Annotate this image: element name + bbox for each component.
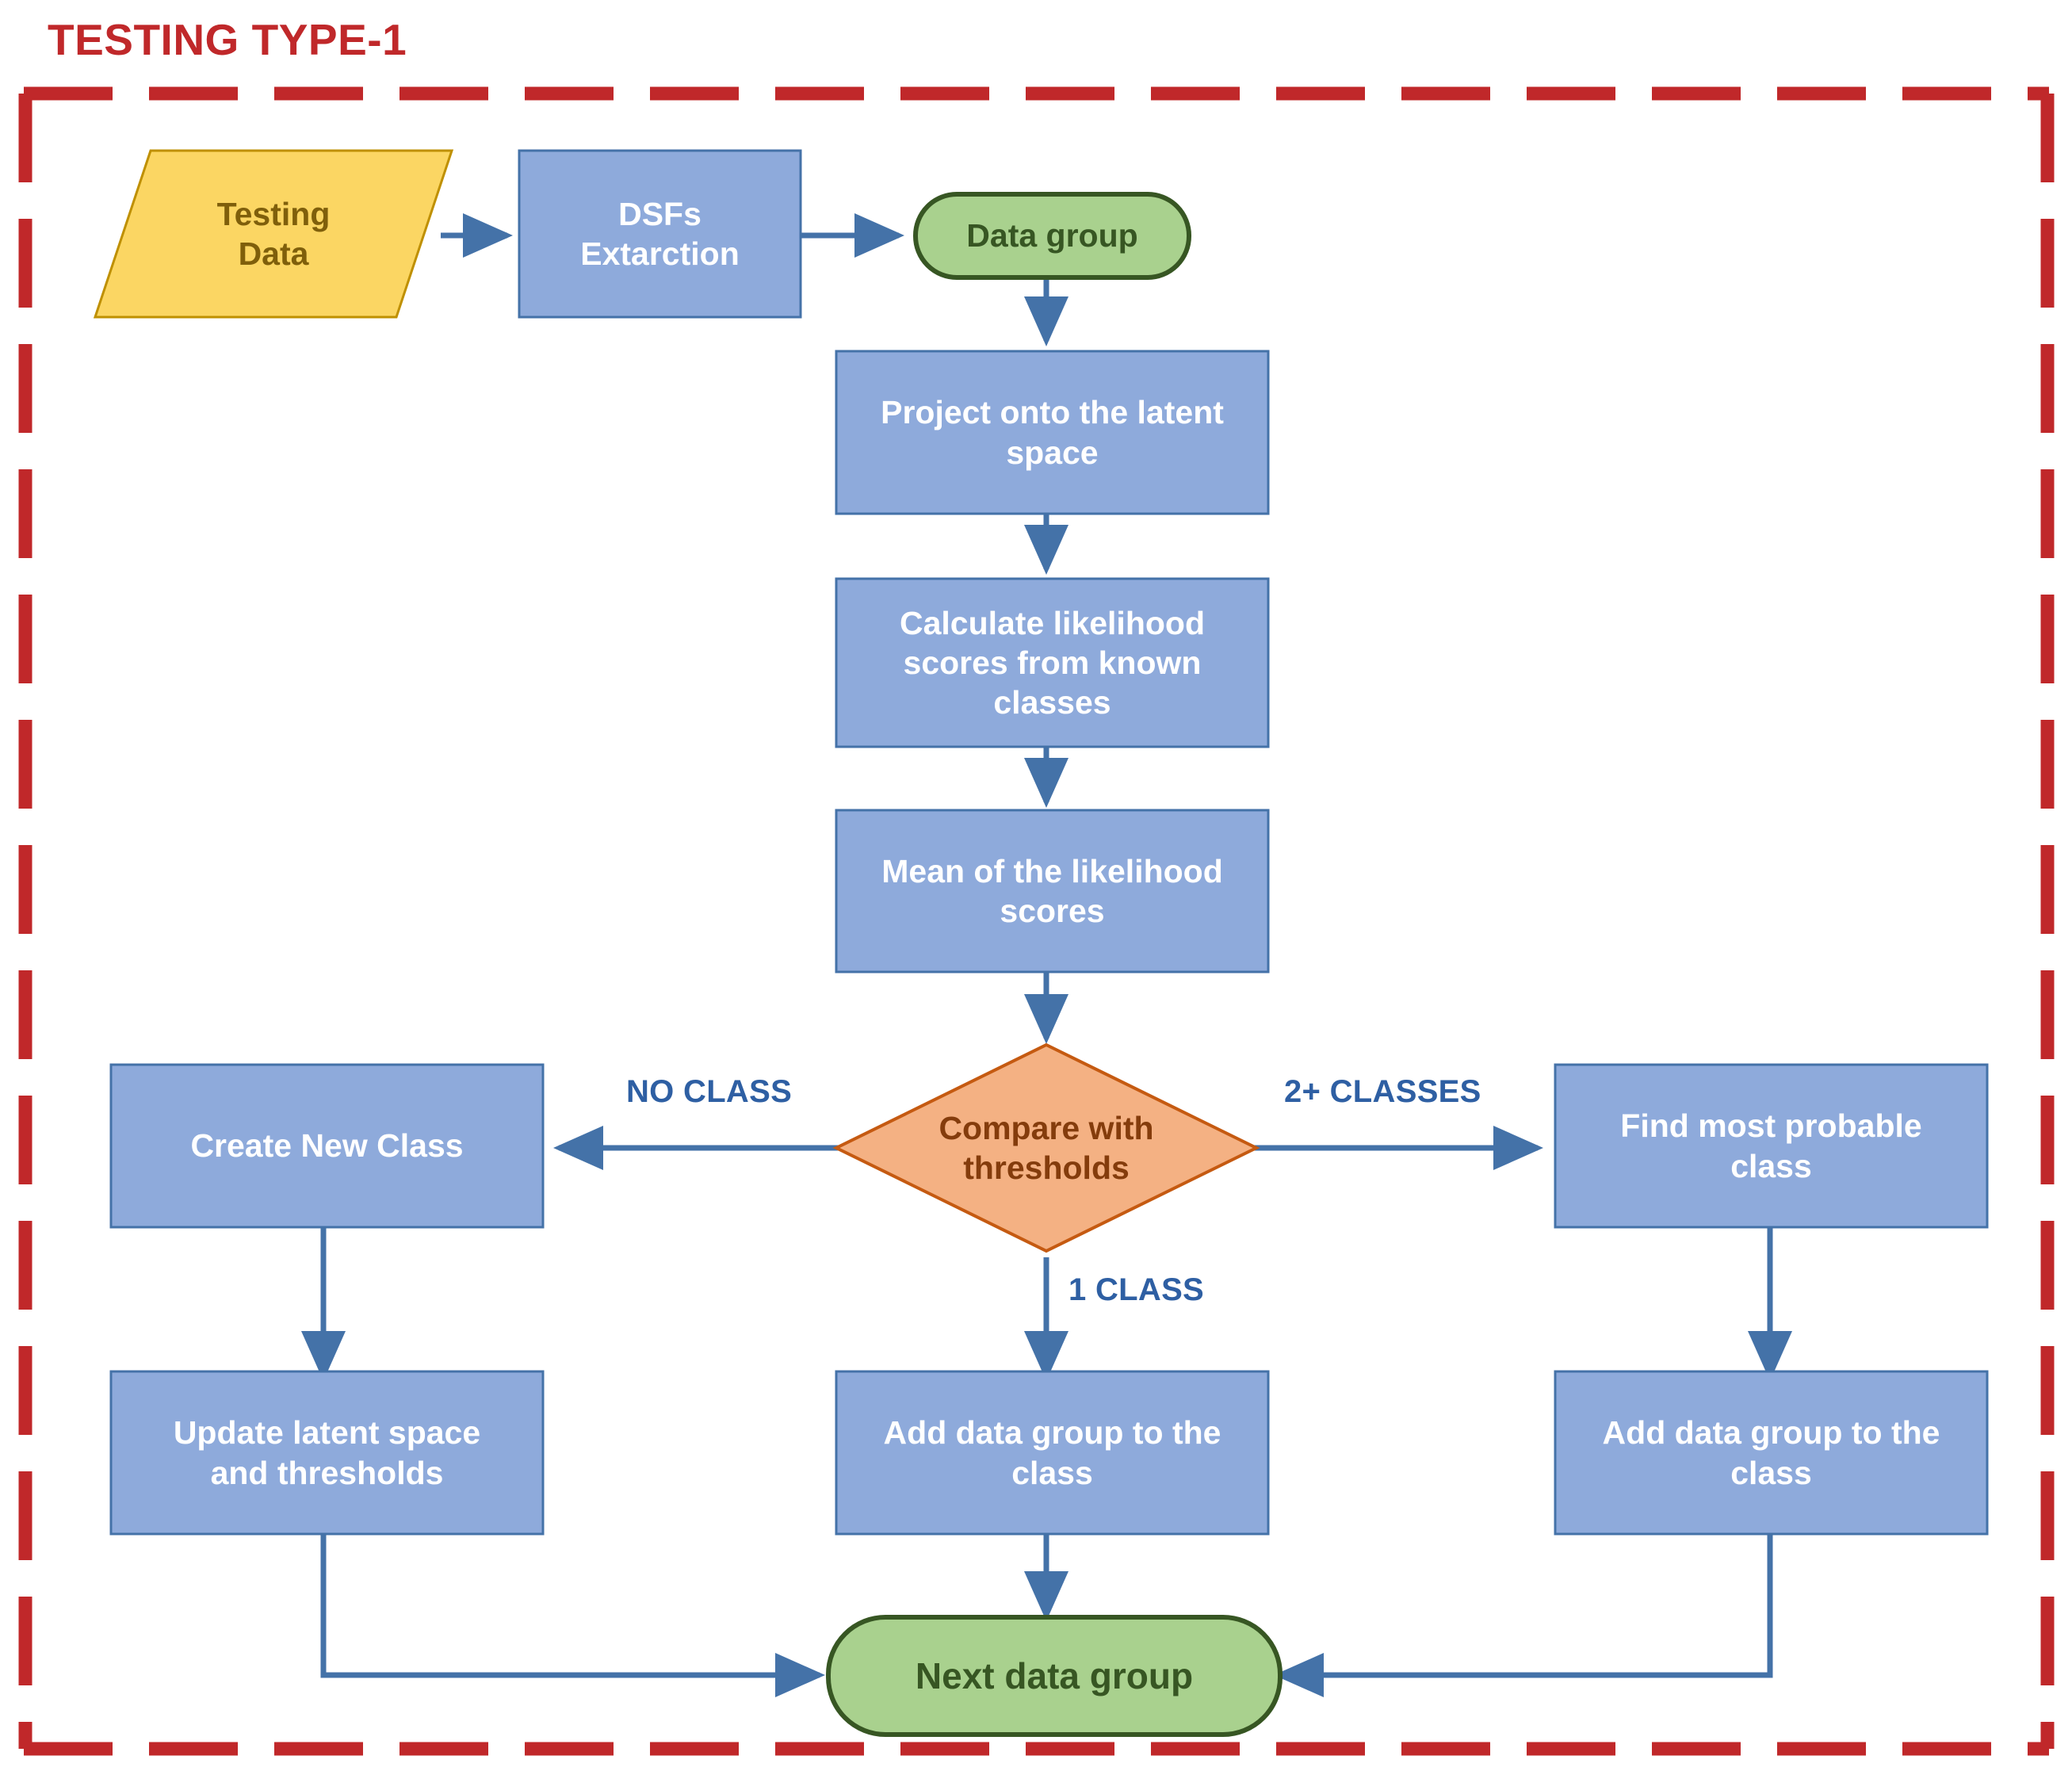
node-project-latent-space[interactable] — [835, 350, 1270, 515]
edge-label-no-class: NO CLASS — [626, 1074, 793, 1109]
node-dsfs-extraction[interactable] — [518, 149, 802, 319]
node-data-group[interactable] — [913, 192, 1191, 280]
edge-label-one-class: 1 CLASS — [1068, 1272, 1205, 1307]
node-add-data-group-center[interactable] — [835, 1370, 1270, 1536]
frame-title: TESTING TYPE-1 — [48, 15, 407, 64]
node-next-data-group[interactable] — [826, 1615, 1283, 1737]
edge-label-two-plus-classes: 2+ CLASSES — [1284, 1074, 1481, 1109]
node-testing-data[interactable] — [93, 149, 454, 319]
node-add-data-group-right[interactable] — [1554, 1370, 1989, 1536]
node-calculate-likelihood[interactable] — [835, 577, 1270, 748]
node-mean-likelihood[interactable] — [835, 809, 1270, 973]
node-create-new-class[interactable] — [109, 1063, 545, 1229]
node-compare-thresholds[interactable] — [832, 1042, 1260, 1253]
arrow-addclass-right-to-next — [1274, 1534, 1773, 1697]
arrow-update-to-next — [320, 1534, 825, 1697]
node-find-most-probable-class[interactable] — [1554, 1063, 1989, 1229]
node-update-latent-space[interactable] — [109, 1370, 545, 1536]
